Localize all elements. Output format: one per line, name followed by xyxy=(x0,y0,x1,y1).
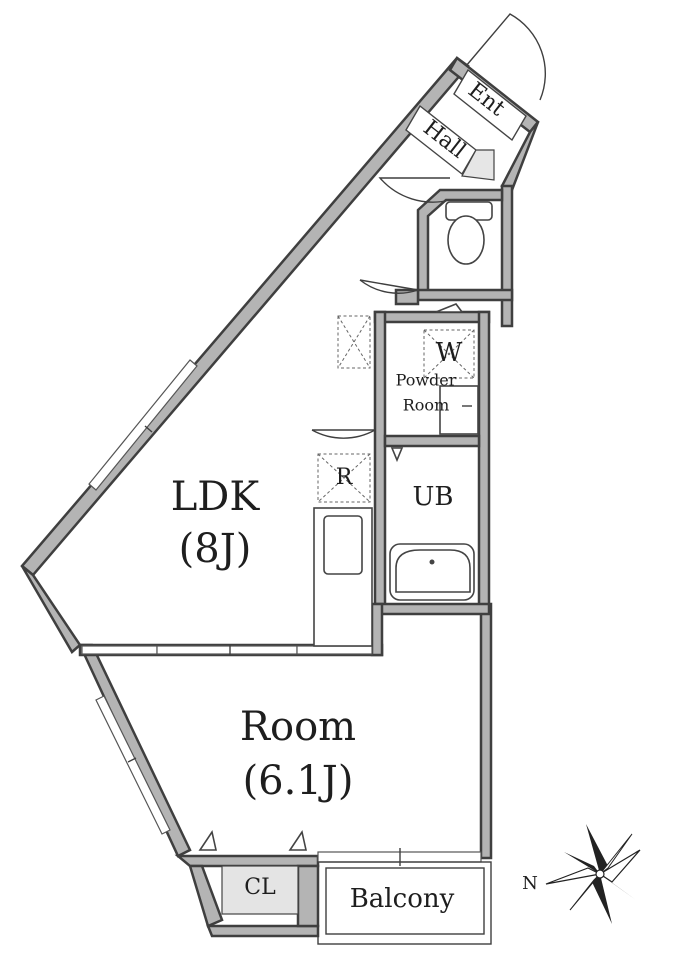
refrigerator-label: R xyxy=(336,465,354,490)
powder-room-label-line2: Room xyxy=(403,396,449,415)
exterior-walls xyxy=(20,56,540,938)
unit-bath-label: UB xyxy=(412,482,453,512)
vanity-sink-icon xyxy=(439,385,479,435)
north-label: N xyxy=(522,873,538,894)
compass-rose-icon: N xyxy=(522,824,641,924)
closet-floor xyxy=(221,865,299,915)
kitchen-counter-icon xyxy=(313,507,373,647)
closet-label: CL xyxy=(244,875,276,900)
powder-room-label-line1: Powder xyxy=(396,371,457,390)
fixtures xyxy=(221,68,527,945)
refrigerator-space-icon xyxy=(317,315,371,503)
balcony-outline xyxy=(317,861,492,945)
room-size-label: (6.1J) xyxy=(243,758,354,804)
ldk-size-label: (8J) xyxy=(179,526,252,572)
toilet-icon xyxy=(445,201,493,265)
bathtub-icon xyxy=(389,543,475,601)
windows xyxy=(81,359,482,866)
ldk-name-label: LDK xyxy=(171,474,261,520)
room-name-label: Room xyxy=(240,704,356,750)
washing-machine-icon xyxy=(423,329,475,379)
doors xyxy=(198,13,547,851)
washer-label: W xyxy=(436,338,463,368)
balcony-label: Balcony xyxy=(350,884,455,914)
